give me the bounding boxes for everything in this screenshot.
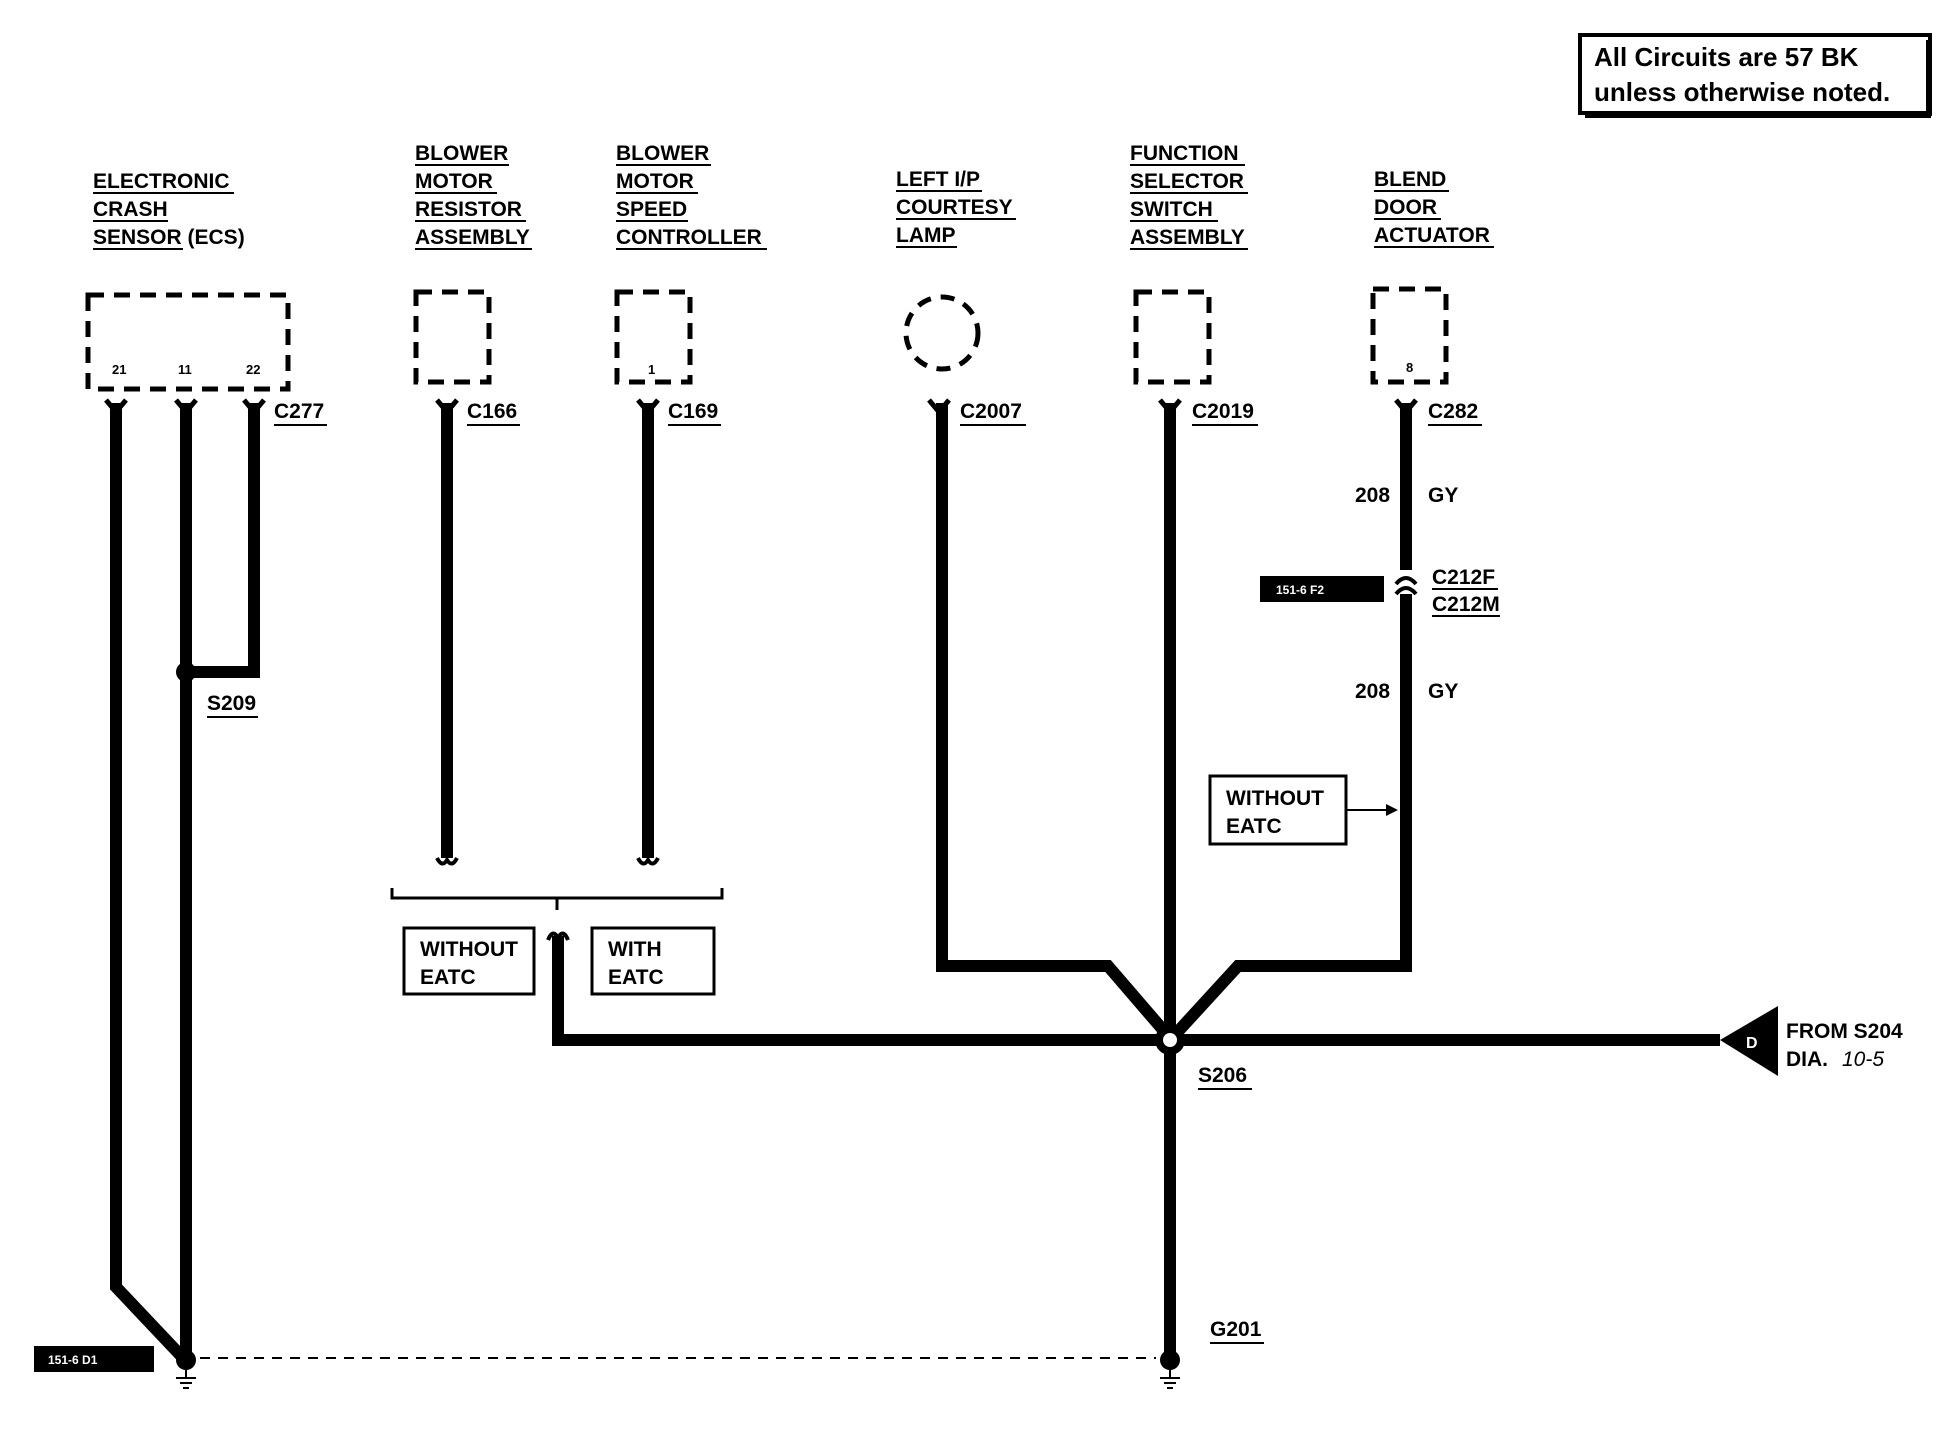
with-eatc-box: WITH EATC: [590, 926, 716, 996]
blend-door-label-line-2: DOOR: [1374, 196, 1437, 219]
ref-tag-d1-bg: [34, 1346, 154, 1372]
courtesy-lamp-label-line-2: COURTESY: [896, 196, 1013, 219]
note-line-1: All Circuits are 57 BK: [1594, 42, 1859, 72]
ecs-label: ELECTRONIC CRASH SENSOR (ECS): [93, 170, 245, 250]
without-eatc-right-line-2: EATC: [1226, 815, 1282, 838]
offpage-from: FROM S204: [1786, 1020, 1903, 1043]
blower-controller-label-line-3: SPEED: [616, 198, 687, 221]
blower-resistor-label-line-2: MOTOR: [415, 170, 493, 193]
blend-door-label-line-1: BLEND: [1374, 168, 1446, 191]
ecs-label-line-2: CRASH: [93, 198, 168, 221]
blower-resistor-label-line-1: BLOWER: [415, 142, 508, 165]
blower-resistor-label-line-4: ASSEMBLY: [415, 226, 530, 249]
ecs-pin-21: 21: [112, 362, 126, 377]
function-switch-label-line-2: SELECTOR: [1130, 170, 1244, 193]
blower-controller-box: [614, 289, 693, 385]
wire-blend-door-lower: [1167, 594, 1412, 1043]
courtesy-lamp-label-line-1: LEFT I/P: [896, 168, 980, 191]
function-switch-label-line-4: ASSEMBLY: [1130, 226, 1245, 249]
connector-c212m: C212M: [1432, 593, 1500, 616]
wire-courtesy-lamp: [936, 403, 1175, 1042]
connector-c277: C277: [274, 400, 324, 423]
wire-circuit-label-upper: 208: [1355, 484, 1390, 507]
blower-controller-label-line-1: BLOWER: [616, 142, 709, 165]
courtesy-lamp-label-line-3: LAMP: [896, 224, 956, 247]
courtesy-lamp-label: LEFT I/P COURTESY LAMP: [896, 168, 1016, 248]
option-bracket: [390, 888, 724, 910]
without-eatc-left-line-2: EATC: [420, 966, 476, 989]
ref-tag-f2: 151-6 F2: [1276, 583, 1324, 597]
controller-pin-1: 1: [648, 362, 655, 377]
function-switch-label-line-1: FUNCTION: [1130, 142, 1239, 165]
wire-color-label-upper: GY: [1428, 484, 1458, 507]
with-eatc-line-2: EATC: [608, 966, 664, 989]
connector-c169: C169: [668, 400, 718, 423]
ground-g201: [1160, 1350, 1180, 1389]
blower-controller-label: BLOWER MOTOR SPEED CONTROLLER: [616, 142, 767, 250]
without-eatc-box-right: WITHOUT EATC: [1208, 774, 1398, 846]
without-eatc-left-line-1: WITHOUT: [420, 938, 518, 961]
blower-resistor-label-line-3: RESISTOR: [415, 198, 522, 221]
ecs-label-line-1: ELECTRONIC: [93, 170, 230, 193]
wire-blower-to-s206: [552, 936, 1720, 1046]
splice-s206: S206: [1198, 1064, 1247, 1087]
ref-tag-f2-bg: [1260, 576, 1384, 602]
blend-door-box: [1370, 286, 1449, 385]
blower-resistor-label: BLOWER MOTOR RESISTOR ASSEMBLY: [415, 142, 532, 250]
blend-door-pin-8: 8: [1406, 360, 1413, 375]
courtesy-lamp-symbol: [903, 294, 981, 372]
blower-resistor-box: [413, 289, 492, 385]
connector-c212f: C212F: [1432, 566, 1495, 589]
note-line-2: unless otherwise noted.: [1594, 77, 1890, 107]
blend-door-label-line-3: ACTUATOR: [1374, 224, 1490, 247]
circuit-note-box: All Circuits are 57 BK unless otherwise …: [1578, 33, 1932, 118]
wire-ecs-pin-22: [186, 403, 260, 678]
ecs-label-line-3: SENSOR (ECS): [93, 226, 245, 249]
connector-c282: C282: [1428, 400, 1478, 423]
without-eatc-right-line-1: WITHOUT: [1226, 787, 1324, 810]
offpage-letter: D: [1746, 1035, 1758, 1052]
ecs-box: [85, 292, 291, 392]
blend-door-label: BLEND DOOR ACTUATOR: [1374, 168, 1494, 248]
ecs-pin-11: 11: [178, 362, 192, 377]
offpage-connector-d: [1720, 1006, 1778, 1076]
blower-controller-label-line-2: MOTOR: [616, 170, 694, 193]
ground-g201-label: G201: [1210, 1318, 1262, 1341]
wire-circuit-label-lower: 208: [1355, 680, 1390, 703]
ground-left: [176, 1350, 196, 1389]
connector-c166: C166: [467, 400, 517, 423]
function-switch-label-line-3: SWITCH: [1130, 198, 1213, 221]
connector-c2007: C2007: [960, 400, 1022, 423]
blower-controller-label-line-4: CONTROLLER: [616, 226, 762, 249]
wire-color-label-lower: GY: [1428, 680, 1458, 703]
ref-tag-d1: 151-6 D1: [48, 1353, 98, 1367]
connector-c2019: C2019: [1192, 400, 1254, 423]
connector-c212: [1394, 576, 1418, 596]
wire-ecs-pin-21: [110, 403, 190, 1365]
with-eatc-line-1: WITH: [608, 938, 662, 961]
splice-s209: S209: [207, 692, 256, 715]
ecs-pin-22: 22: [246, 362, 260, 377]
offpage-dia: DIA.: [1786, 1048, 1828, 1071]
splice-s209-dot: [176, 662, 196, 682]
without-eatc-box-left: WITHOUT EATC: [402, 926, 536, 996]
function-switch-box: [1133, 289, 1212, 385]
offpage-page: 10-5: [1842, 1048, 1884, 1071]
function-switch-label: FUNCTION SELECTOR SWITCH ASSEMBLY: [1130, 142, 1248, 250]
